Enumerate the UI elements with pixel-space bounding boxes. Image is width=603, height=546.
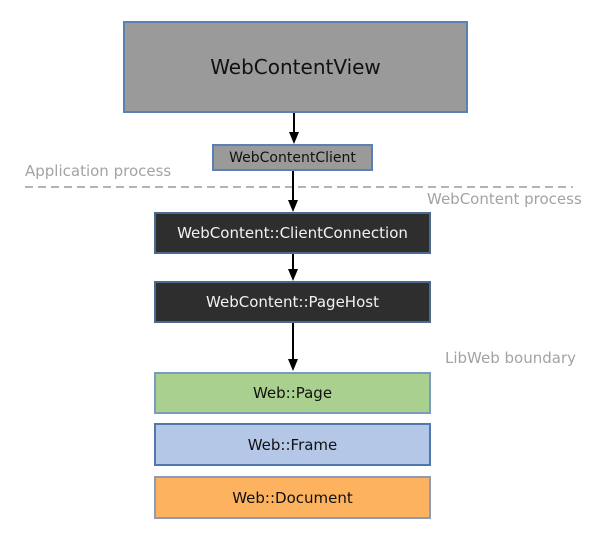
process-boundary-dashed-line: [25, 186, 573, 188]
node-web-frame-label: Web::Frame: [247, 435, 338, 454]
node-webcontent-clientconnection: WebContent::ClientConnection: [154, 212, 431, 254]
node-web-document: Web::Document: [154, 476, 431, 519]
arrow-clientconnection-to-pagehost: [288, 254, 298, 281]
node-webcontentview: WebContentView: [123, 21, 468, 113]
node-webcontent-clientconnection-label: WebContent::ClientConnection: [177, 224, 408, 242]
node-web-frame: Web::Frame: [154, 423, 431, 466]
label-application-process: Application process: [25, 162, 172, 180]
arrow-webcontentview-to-webcontentclient: [289, 113, 299, 144]
arrow-pagehost-to-webpage: [288, 323, 298, 371]
node-webcontentclient: WebContentClient: [212, 144, 373, 171]
node-webcontentclient-label: WebContentClient: [229, 149, 356, 166]
label-webcontent-process: WebContent process: [427, 190, 582, 208]
node-web-page: Web::Page: [154, 372, 431, 414]
node-web-page-label: Web::Page: [252, 384, 333, 402]
node-webcontentview-label: WebContentView: [210, 55, 381, 79]
node-webcontent-pagehost: WebContent::PageHost: [154, 281, 431, 323]
node-web-document-label: Web::Document: [232, 488, 353, 507]
label-libweb-boundary: LibWeb boundary: [445, 349, 576, 367]
node-webcontent-pagehost-label: WebContent::PageHost: [206, 293, 379, 311]
arrow-webcontentclient-to-clientconnection: [288, 171, 298, 212]
